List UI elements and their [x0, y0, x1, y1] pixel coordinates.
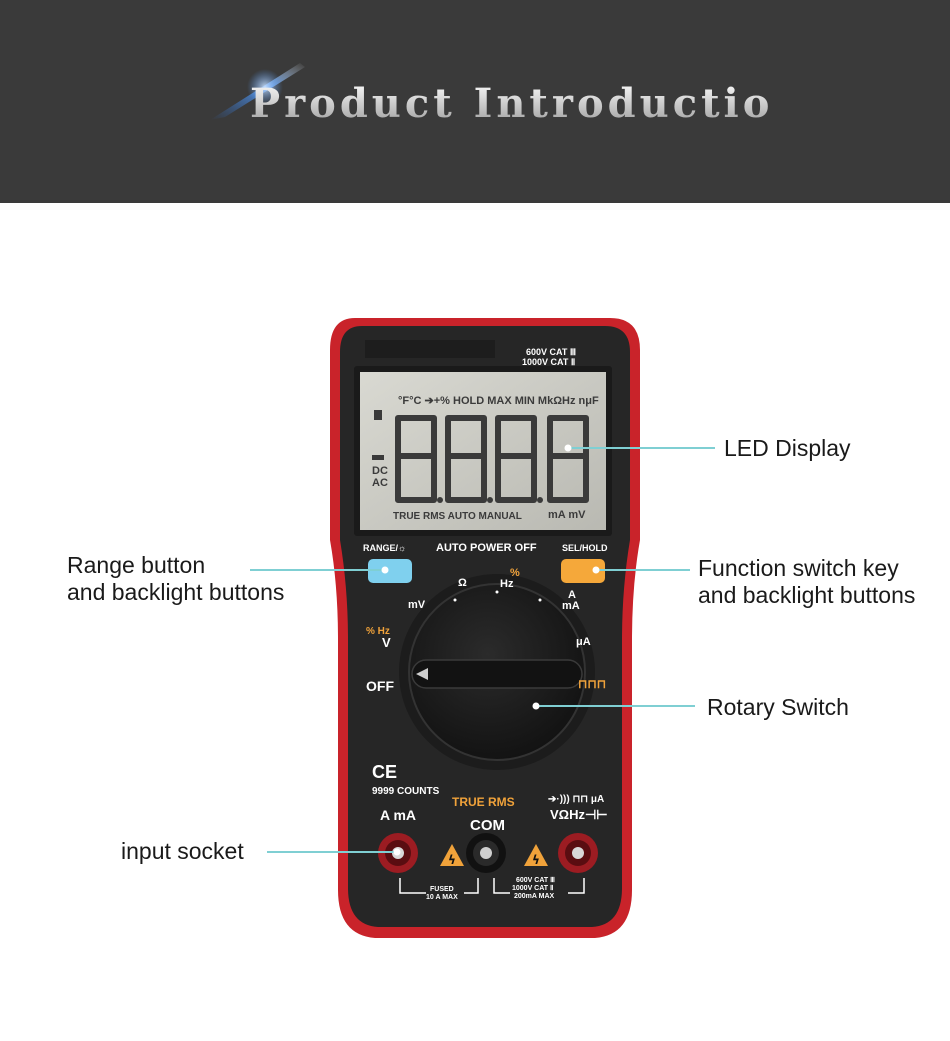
callout-rotary-switch: Rotary Switch: [707, 694, 849, 720]
sel-hold-button[interactable]: [561, 559, 605, 583]
lcd-bottom-right: mA mV: [548, 509, 586, 521]
dial-a: A: [568, 589, 576, 601]
right-socket-symbols: ➔·))) ⊓⊓ μA: [548, 794, 605, 805]
fused-max-label: 10 A MAX: [426, 894, 458, 901]
range-button-label: RANGE/☼: [363, 543, 407, 553]
rotary-knob-grip: [411, 659, 583, 689]
dial-ua: μA: [576, 636, 591, 648]
dial-percent-hz: % Hz: [366, 626, 390, 637]
bottom-rating-1: 600V CAT Ⅲ: [516, 877, 555, 884]
auto-power-off-label: AUTO POWER OFF: [436, 542, 537, 554]
com-socket-label: COM: [470, 817, 505, 834]
a-ma-socket-label: A mA: [380, 807, 417, 823]
callout-range-line2: and backlight buttons: [67, 579, 285, 605]
bottom-rating-2: 1000V CAT Ⅱ: [512, 885, 554, 892]
light-streak-decoration: [210, 63, 305, 120]
dial-v: V: [382, 635, 391, 650]
ce-mark: CE: [372, 762, 398, 782]
range-backlight-button[interactable]: [368, 559, 412, 583]
dial-ohm: Ω: [458, 577, 467, 589]
rating-bottom: 1000V CAT Ⅱ: [522, 357, 576, 367]
dial-percent: %: [510, 567, 520, 579]
bottom-rating-3: 200mA MAX: [514, 893, 555, 900]
callout-lcd-display: LED Display: [724, 435, 851, 461]
sel-hold-label: SEL/HOLD: [562, 543, 608, 553]
dial-off: OFF: [366, 678, 394, 694]
header-banner: Product Introduction: [0, 0, 950, 203]
dial-pulse-out: ⊓⊓⊓: [578, 677, 607, 691]
svg-text:ϟ: ϟ: [448, 853, 456, 867]
input-sockets: [378, 833, 598, 873]
callout-function-line1: Function switch key: [698, 555, 899, 581]
lcd-ac: AC: [372, 477, 388, 489]
fused-label: FUSED: [430, 886, 454, 893]
warning-icon: [440, 844, 464, 866]
true-rms-label: TRUE RMS: [452, 795, 515, 809]
warning-icon: [524, 844, 548, 866]
callout-input-socket: input socket: [121, 838, 244, 864]
lcd-top-indicators: °F°C ➔+% HOLD MAX MIN MkΩHz nμF: [398, 395, 599, 407]
lcd-bottom-left: TRUE RMS AUTO MANUAL: [393, 511, 522, 522]
callout-function-line2: and backlight buttons: [698, 582, 916, 608]
callout-range-line1: Range button: [67, 552, 206, 578]
page-title: Product Introduction: [250, 80, 807, 127]
dial-mv: mV: [408, 599, 426, 611]
dial-ma: mA: [562, 600, 580, 612]
counts-label: 9999 COUNTS: [372, 786, 440, 797]
svg-text:ϟ: ϟ: [532, 853, 540, 867]
right-socket-label: VΩHz⊣⊢: [550, 807, 608, 822]
lcd-digits: [395, 415, 589, 503]
dial-hz: Hz: [500, 578, 514, 590]
lcd-dc: DC: [372, 465, 388, 477]
rating-top: 600V CAT Ⅲ: [526, 347, 577, 357]
